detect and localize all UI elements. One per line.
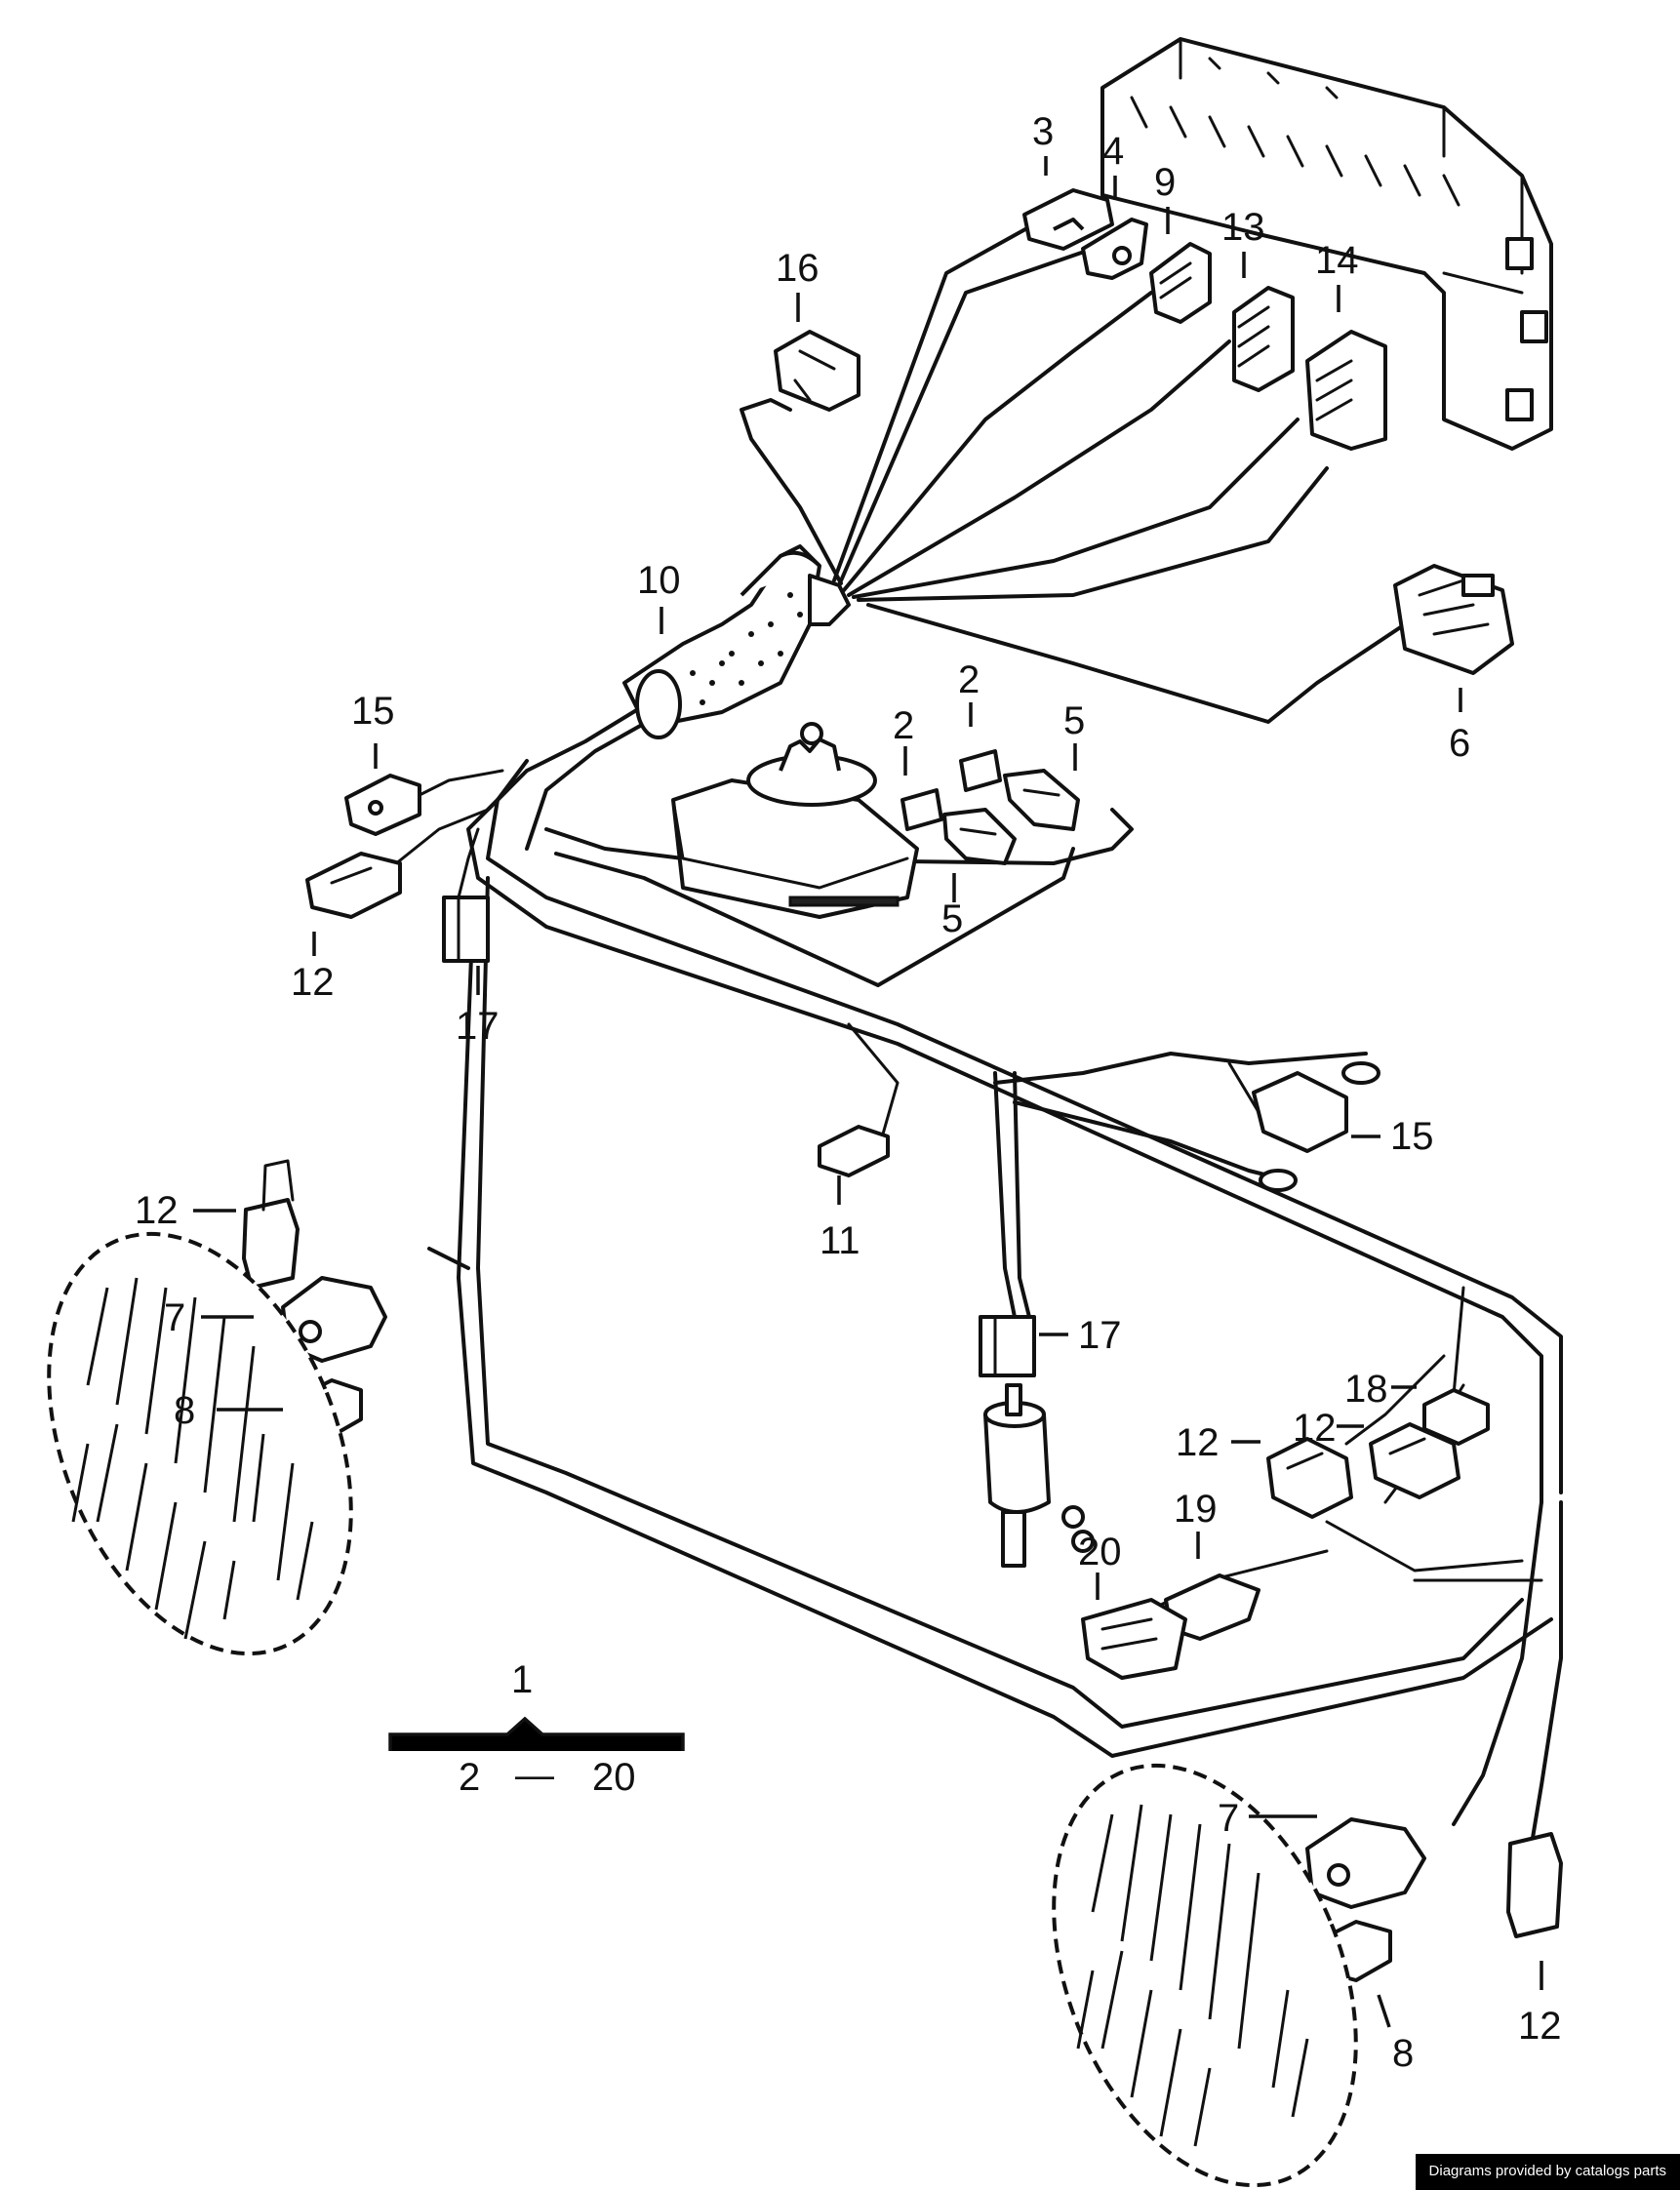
washer-pump <box>983 1383 1095 1568</box>
callout-7-left: 7 <box>164 1296 185 1339</box>
callout-12-upper: 12 <box>291 961 335 1004</box>
callout-9: 9 <box>1154 161 1176 204</box>
credit-badge: Diagrams provided by catalogs parts <box>1415 2154 1680 2190</box>
connector-15-lower <box>1252 1061 1380 1192</box>
connector-17-upper <box>442 896 490 963</box>
callout-18: 18 <box>1344 1368 1388 1411</box>
connector-12-lower-right <box>1506 1832 1563 1938</box>
callout-7-right: 7 <box>1218 1797 1239 1840</box>
connector-12-upper <box>305 852 402 919</box>
callout-12-left: 12 <box>135 1189 179 1232</box>
callout-8-left: 8 <box>174 1389 195 1432</box>
callout-3: 3 <box>1032 110 1054 153</box>
callout-12-right-a: 12 <box>1176 1421 1220 1464</box>
callout-10: 10 <box>637 559 681 602</box>
fog-light-right <box>1052 1763 1358 2188</box>
fog-light-left <box>47 1231 353 1656</box>
connector-15-upper <box>344 774 421 836</box>
callout-12-right-b: 12 <box>1293 1407 1337 1450</box>
connector-11 <box>818 1125 890 1177</box>
connector-3 <box>1022 188 1114 251</box>
callout-15-lower: 15 <box>1390 1115 1434 1158</box>
callout-13: 13 <box>1221 206 1265 249</box>
callout-2-left: 2 <box>893 704 914 747</box>
range-from: 2 <box>459 1756 480 1799</box>
connector-12-left <box>242 1159 300 1290</box>
callout-15-upper: 15 <box>351 690 395 733</box>
wiring-grommet <box>622 544 851 739</box>
callout-8-right: 8 <box>1392 2032 1414 2075</box>
callout-4: 4 <box>1102 130 1124 173</box>
connector-2b <box>959 749 1002 792</box>
callout-12-lower-right: 12 <box>1518 2005 1562 2048</box>
callout-14: 14 <box>1315 239 1359 282</box>
horn-unit <box>671 722 919 919</box>
callout-5-lower: 5 <box>941 897 963 940</box>
connector-2a <box>900 788 943 831</box>
callout-16: 16 <box>776 247 820 290</box>
range-dash: — <box>515 1754 554 1797</box>
connector-5a <box>942 808 1017 865</box>
leader-lines <box>193 156 1543 2028</box>
callout-1: 1 <box>511 1658 533 1701</box>
callout-6: 6 <box>1449 722 1470 765</box>
range-to: 20 <box>592 1756 636 1799</box>
connector-20 <box>1081 1598 1187 1680</box>
connector-12-right-b <box>1369 1422 1460 1499</box>
connector-13 <box>1232 286 1295 392</box>
connector-4 <box>1081 218 1148 280</box>
callout-2-top: 2 <box>958 658 980 701</box>
callout-19: 19 <box>1174 1488 1218 1531</box>
connector-12-right-a <box>1266 1437 1353 1519</box>
callout-5-top: 5 <box>1063 699 1085 742</box>
callout-17-center: 17 <box>1078 1314 1122 1357</box>
connector-9 <box>1149 242 1212 324</box>
connector-7-right <box>1305 1817 1426 1909</box>
callout-11: 11 <box>820 1219 860 1262</box>
fuse-relay-box <box>1100 37 1553 451</box>
connector-16 <box>774 330 860 412</box>
connector-6 <box>1393 564 1514 675</box>
connector-17-center <box>979 1315 1036 1377</box>
callout-labels: 3 4 9 13 14 16 10 15 12 17 2 2 5 5 6 11 … <box>135 110 1562 2075</box>
connector-14 <box>1305 330 1387 451</box>
callout-20: 20 <box>1078 1531 1122 1573</box>
connector-5b <box>1003 769 1080 831</box>
harness-wires <box>388 222 1563 1846</box>
callout-17-upper: 17 <box>456 1005 500 1048</box>
